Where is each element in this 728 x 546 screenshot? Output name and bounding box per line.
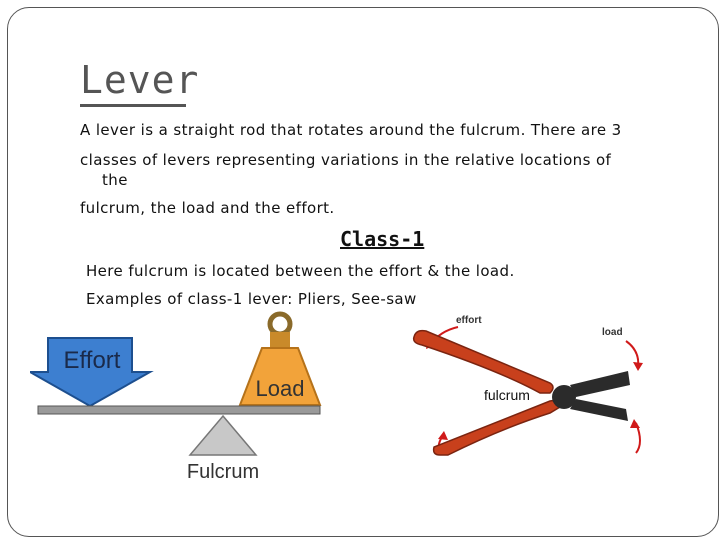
pliers-upper-handle [412,329,554,394]
intro-line-2: classes of levers representing variation… [80,151,612,169]
pliers-load-label: load [602,327,623,338]
load-label: Load [256,376,305,401]
pliers-lower-handle [432,399,561,456]
pliers-lever-diagram: effort load fulcrum [412,315,643,456]
intro-line-3: the [102,171,128,189]
seesaw-lever-diagram: Effort Load Fulcrum [30,311,322,483]
pliers-effort-label: effort [456,315,482,326]
effort-arrow [30,337,154,408]
fulcrum-triangle [188,414,258,456]
pliers-fulcrum-label: fulcrum [484,387,530,403]
effort-label: Effort [64,347,121,374]
pliers-lower-jaw [570,399,628,421]
pliers-pivot [552,385,576,409]
load-weight [238,347,322,406]
slide-frame [7,7,719,537]
bullet-fulcrum-location: Here fulcrum is located between the effo… [86,262,515,280]
intro-line-1: A lever is a straight rod that rotates a… [80,121,622,139]
slide-title: Lever [80,58,200,102]
class-heading: Class-1 [340,227,425,251]
load-neck [270,332,290,348]
lever-beam [37,405,321,415]
pliers-upper-jaw [570,371,630,397]
bullet-examples: Examples of class-1 lever: Pliers, See-s… [86,290,417,308]
title-underline [80,104,186,107]
fulcrum-label: Fulcrum [187,461,259,483]
intro-line-4: fulcrum, the load and the effort. [80,199,335,217]
load-ring [267,311,293,337]
